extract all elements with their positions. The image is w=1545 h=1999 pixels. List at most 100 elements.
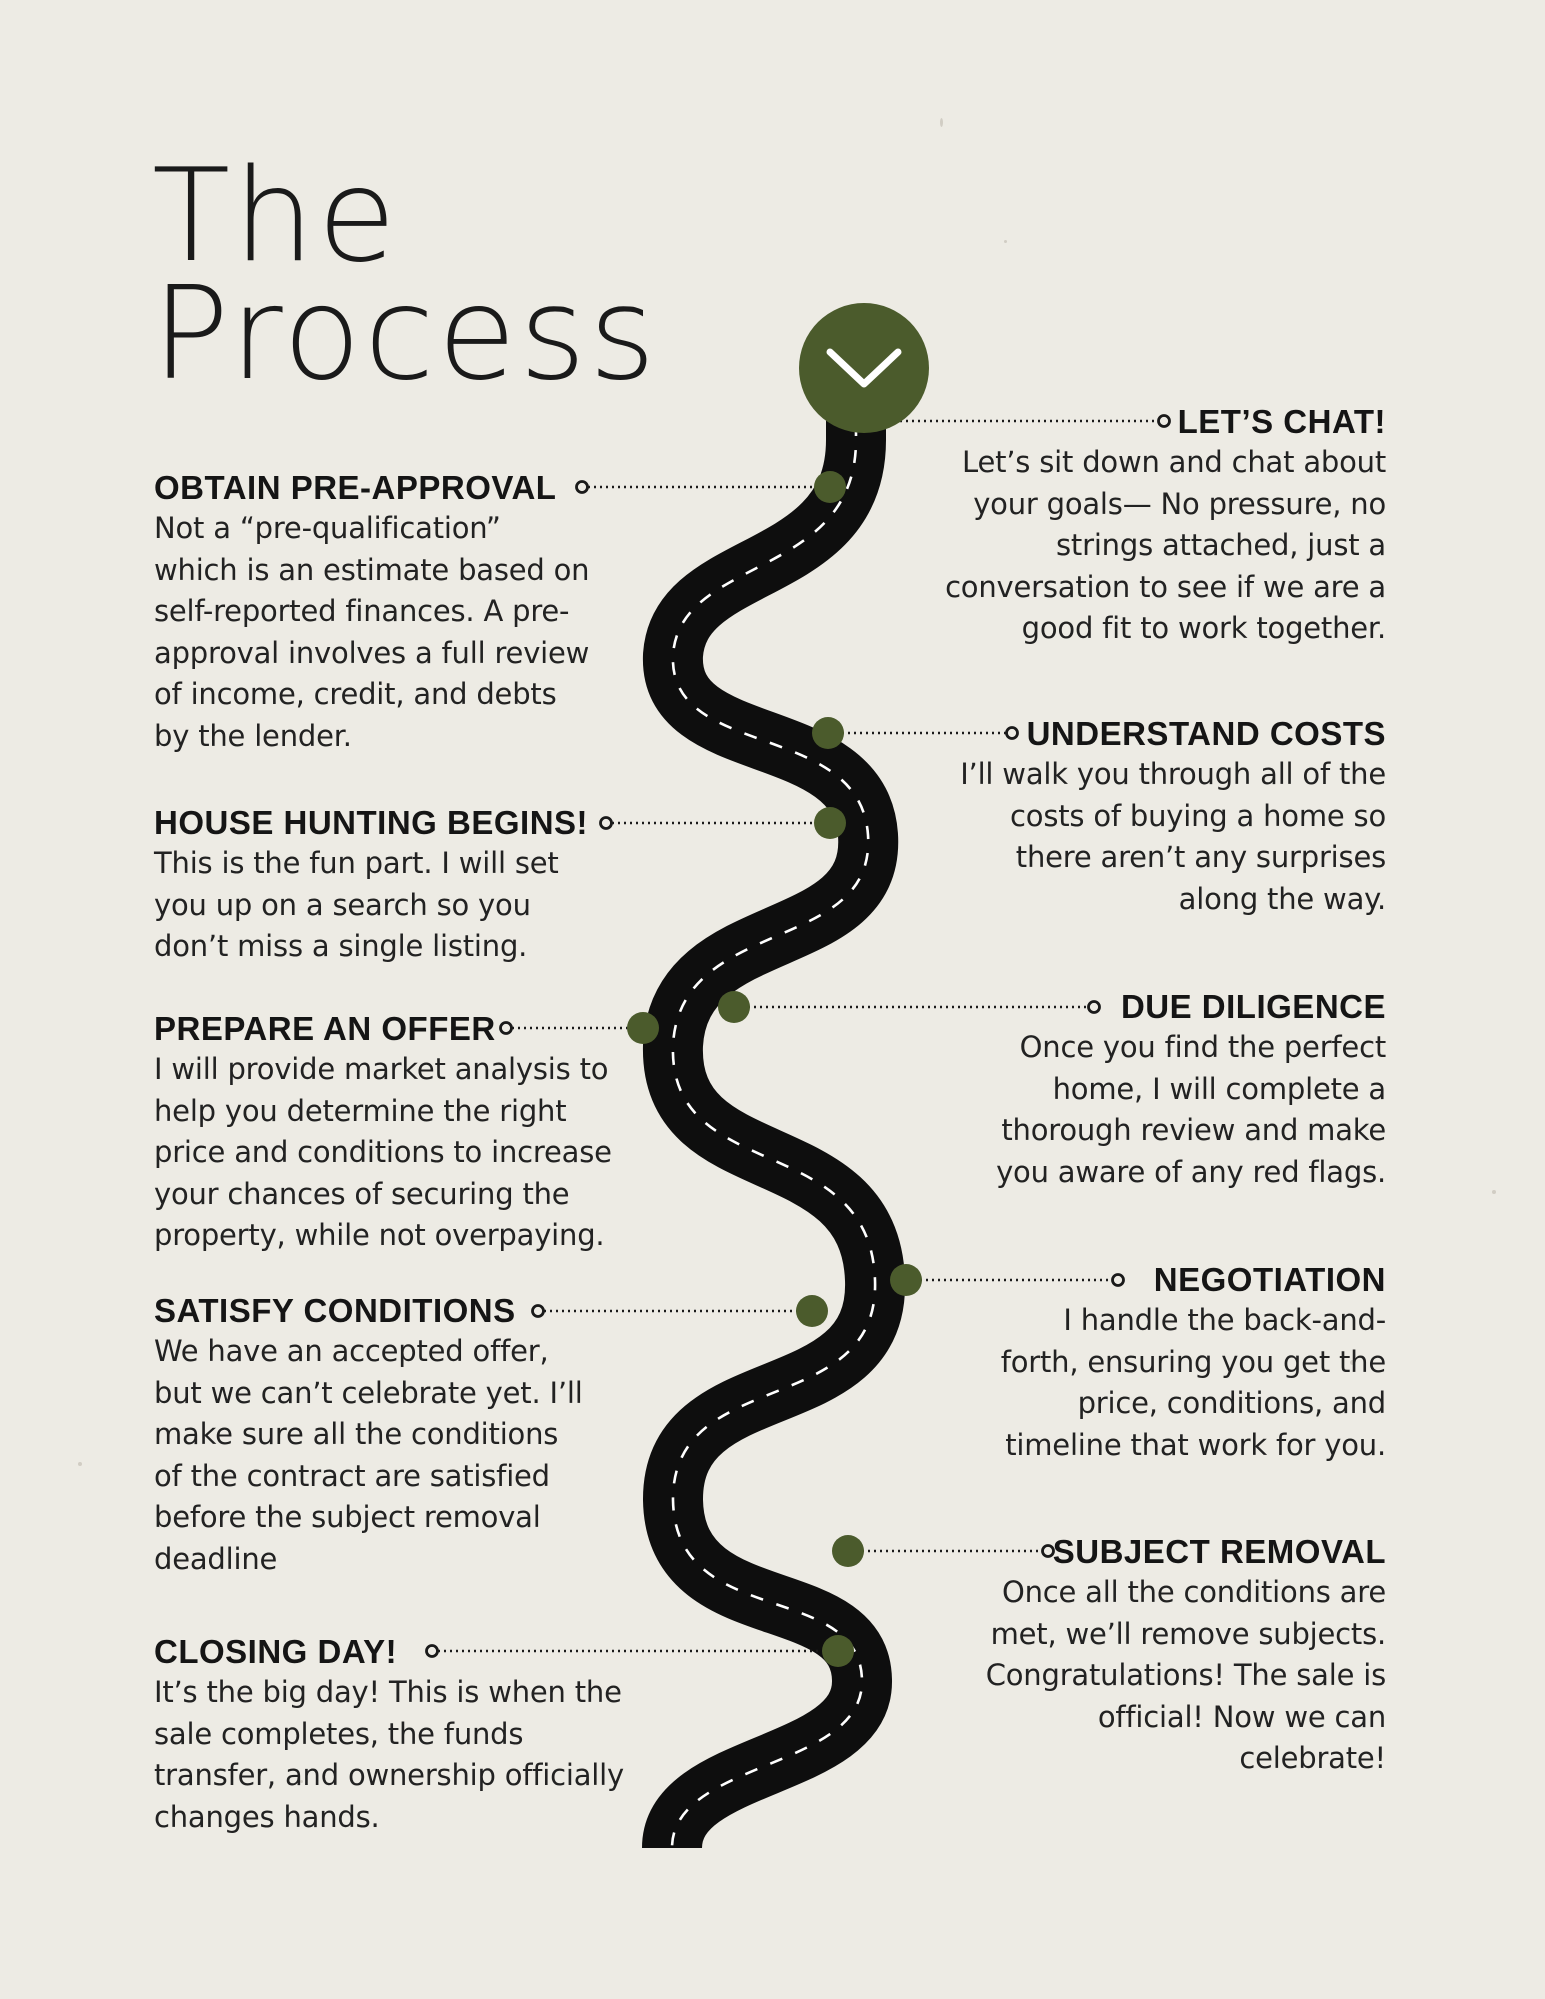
ring-lets-chat: [1157, 414, 1171, 428]
start-badge-circle: [799, 303, 929, 433]
step-description: It’s the big day! This is when the sale …: [154, 1672, 654, 1838]
winding-road: [642, 396, 905, 1852]
step-line: help you determine the right: [154, 1093, 567, 1128]
step-heading: NEGOTIATION: [1153, 1261, 1386, 1298]
ring-closing-day: [425, 1644, 439, 1658]
milestone-subject-removal: [832, 1535, 864, 1567]
ring-subject-removal: [1041, 1544, 1055, 1558]
ring-prepare-offer: [499, 1021, 513, 1035]
step-line: along the way.: [1178, 881, 1387, 916]
milestone-dots: [627, 471, 922, 1667]
step-line: property, while not overpaying.: [154, 1218, 605, 1253]
step-line: met, we’ll remove subjects.: [990, 1616, 1387, 1651]
milestone-pre-approval: [814, 471, 846, 503]
milestone-prepare-offer: [627, 1012, 659, 1044]
step-description: Not a “pre-qualification” which is an es…: [154, 508, 654, 758]
milestone-satisfy-conditions: [796, 1295, 828, 1327]
step-line: Congratulations! The sale is: [985, 1658, 1386, 1693]
step-line: Once you find the perfect: [1019, 1030, 1387, 1064]
step-line: you up on a search so you: [154, 887, 531, 922]
step-description: Once all the conditions are met, we’ll r…: [886, 1572, 1386, 1780]
step-line: but we can’t celebrate yet. I’ll: [154, 1375, 583, 1410]
step-description: I’ll walk you through all of the costs o…: [886, 754, 1386, 920]
step-heading: PREPARE AN OFFER: [154, 1010, 496, 1047]
milestone-house-hunting: [814, 807, 846, 839]
connector-rings: [425, 414, 1171, 1658]
paper-speck: [78, 1462, 82, 1466]
step-heading: OBTAIN PRE-APPROVAL: [154, 469, 557, 506]
paper-speck: [300, 1780, 303, 1783]
page-title: The Process: [152, 142, 659, 399]
step-line: timeline that work for you.: [1005, 1427, 1386, 1462]
step-heading: HOUSE HUNTING BEGINS!: [154, 804, 589, 841]
step-line: I will provide market analysis to: [154, 1052, 609, 1086]
step-line: This is the fun part. I will set: [154, 846, 559, 880]
step-line: transfer, and ownership officially: [154, 1758, 624, 1793]
step-line: your chances of securing the: [154, 1176, 570, 1211]
step-line: conversation to see if we are a: [945, 569, 1386, 604]
title-line-1: The: [152, 142, 400, 291]
lane-dashes: [670, 396, 877, 1849]
step-closing-day: CLOSING DAY! It’s the big day! This is w…: [154, 1632, 654, 1838]
connectors: [438, 419, 1158, 1653]
paper-speck: [1350, 1360, 1355, 1365]
step-lets-chat: LET’S CHAT! Let’s sit down and chat abou…: [886, 402, 1386, 650]
milestone-understand-costs: [812, 717, 844, 749]
step-description: I will provide market analysis to help y…: [154, 1049, 654, 1257]
paper-speck: [1004, 240, 1007, 243]
step-due-diligence: DUE DILIGENCE Once you find the perfect …: [886, 987, 1386, 1193]
step-line: thorough review and make: [1001, 1113, 1386, 1148]
step-line: I’ll walk you through all of the: [960, 757, 1386, 791]
step-line: official! Now we can: [1097, 1699, 1386, 1734]
ring-due-diligence: [1087, 1000, 1101, 1014]
ring-house-hunting: [599, 816, 613, 830]
step-heading: SUBJECT REMOVAL: [1052, 1533, 1386, 1570]
step-line: don’t miss a single listing.: [154, 929, 528, 964]
step-subject-removal: SUBJECT REMOVAL Once all the conditions …: [886, 1532, 1386, 1780]
paper-speck: [1492, 1190, 1496, 1194]
step-line: sale completes, the funds: [154, 1716, 524, 1751]
step-negotiation: NEGOTIATION I handle the back-and- forth…: [886, 1260, 1386, 1466]
step-heading: SATISFY CONDITIONS: [154, 1292, 516, 1329]
step-heading: UNDERSTAND COSTS: [1026, 715, 1386, 752]
step-line: your goals— No pressure, no: [973, 486, 1386, 521]
step-line: We have an accepted offer,: [154, 1334, 549, 1368]
start-badge: [799, 303, 929, 433]
chevron-down-icon: [826, 348, 902, 388]
step-line: celebrate!: [1239, 1741, 1386, 1776]
step-description: We have an accepted offer, but we can’t …: [154, 1331, 654, 1581]
step-line: costs of buying a home so: [1010, 798, 1386, 833]
step-description: Let’s sit down and chat about your goals…: [886, 442, 1386, 650]
step-line: Not a “pre-qualification”: [154, 511, 501, 545]
milestone-negotiation: [890, 1264, 922, 1296]
ring-pre-approval: [575, 480, 589, 494]
step-line: which is an estimate based on: [154, 552, 590, 587]
step-line: by the lender.: [154, 718, 352, 753]
step-line: It’s the big day! This is when the: [154, 1675, 622, 1709]
step-line: good fit to work together.: [1021, 611, 1387, 646]
milestone-closing-day: [822, 1635, 854, 1667]
paper-speck: [940, 118, 943, 127]
step-description: I handle the back-and- forth, ensuring y…: [886, 1300, 1386, 1466]
step-heading: DUE DILIGENCE: [1120, 988, 1386, 1025]
step-line: self-reported finances. A pre-: [154, 594, 570, 629]
step-line: approval involves a full review: [154, 635, 590, 670]
step-description: This is the fun part. I will set you up …: [154, 843, 654, 968]
step-line: changes hands.: [154, 1799, 380, 1834]
step-line: price and conditions to increase: [154, 1135, 612, 1170]
step-line: forth, ensuring you get the: [1000, 1344, 1386, 1379]
step-heading: CLOSING DAY!: [154, 1633, 398, 1670]
ring-negotiation: [1111, 1273, 1125, 1287]
step-description: Once you find the perfect home, I will c…: [886, 1027, 1386, 1193]
step-line: price, conditions, and: [1077, 1386, 1387, 1421]
step-obtain-pre-approval: OBTAIN PRE-APPROVAL Not a “pre-qualifica…: [154, 468, 654, 758]
step-line: of income, credit, and debts: [154, 677, 557, 712]
step-line: make sure all the conditions: [154, 1417, 559, 1452]
step-satisfy-conditions: SATISFY CONDITIONS We have an accepted o…: [154, 1291, 654, 1581]
step-line: before the subject removal: [154, 1500, 541, 1535]
step-heading: LET’S CHAT!: [1177, 403, 1386, 440]
step-line: Once all the conditions are: [1001, 1575, 1386, 1609]
step-understand-costs: UNDERSTAND COSTS I’ll walk you through a…: [886, 714, 1386, 920]
step-line: home, I will complete a: [1052, 1071, 1387, 1106]
